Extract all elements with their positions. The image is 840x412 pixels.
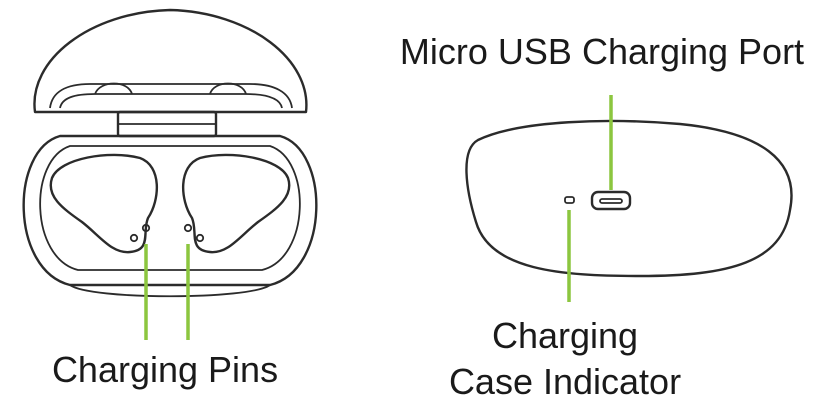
charging-pins-label: Charging Pins [51, 349, 279, 390]
open-case-illustration [22, 8, 318, 340]
lid-bump-right [209, 82, 247, 95]
case-base-band [69, 284, 271, 298]
lid-bump-left [94, 82, 133, 95]
pin-left-inner [141, 223, 151, 233]
right-earbud-cavity [181, 153, 291, 254]
case-lid-inner-rim [49, 83, 293, 109]
pin-right-inner [183, 223, 193, 233]
closed-case-body [465, 119, 793, 278]
case-tray [39, 145, 301, 271]
case-lid [33, 8, 308, 114]
micro-usb-port-label: Micro USB Charging Port [399, 31, 805, 72]
micro-usb-port-inner [599, 198, 623, 204]
charging-case-indicator-label-line2: Case Indicator [448, 361, 682, 402]
pin-right-outer [195, 233, 205, 243]
charging-case-indicator-label-line1: Charging [491, 315, 639, 356]
left-earbud-cavity [49, 153, 159, 254]
pin-left-outer [129, 233, 139, 243]
charging-case-indicator-light [564, 196, 575, 204]
micro-usb-port [590, 190, 632, 211]
closed-case-illustration [465, 95, 793, 302]
case-lid-inner-lip [59, 93, 283, 109]
